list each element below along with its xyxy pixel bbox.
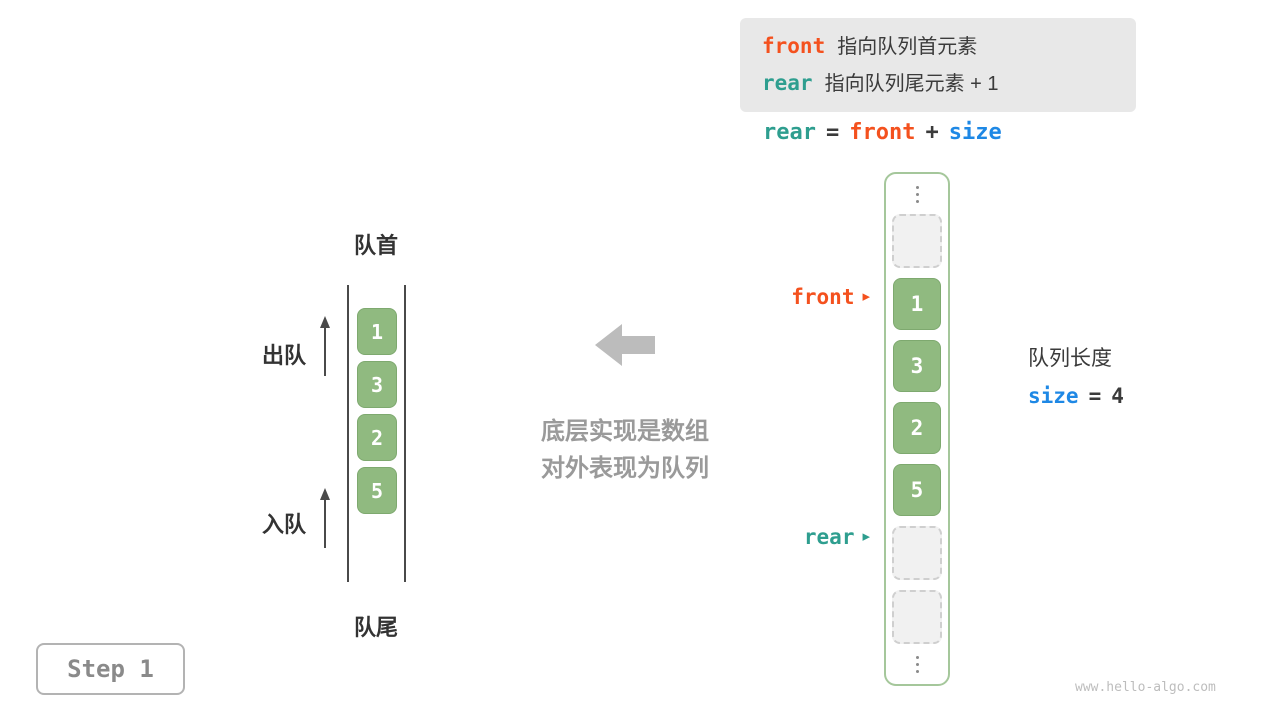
- queue-cell: 1: [357, 308, 397, 355]
- dequeue-up-arrow-icon: [320, 316, 330, 376]
- equation-front: front: [849, 120, 916, 145]
- step-indicator: Step 1: [36, 643, 185, 695]
- array-cell-empty: [892, 526, 942, 580]
- array-cell: 1: [893, 278, 941, 330]
- array-cell: 5: [893, 464, 941, 516]
- queue-cell: 3: [357, 361, 397, 408]
- dequeue-label: 出队: [261, 343, 306, 368]
- pointer-equation: rear = front + size: [763, 120, 1002, 145]
- center-note-line1: 底层实现是数组: [541, 418, 709, 445]
- queue-head-label: 队首: [353, 233, 398, 258]
- center-note-line2: 对外表现为队列: [541, 455, 709, 482]
- legend-line-front: front 指向队列首元素: [762, 28, 1114, 65]
- array-container: 1 3 2 5: [884, 172, 950, 686]
- queue-length-label: 队列长度: [1028, 347, 1112, 370]
- ellipsis-bottom-icon: [915, 654, 919, 674]
- equation-equals: =: [825, 120, 840, 145]
- array-cell: 2: [893, 402, 941, 454]
- left-arrow-icon: [595, 324, 655, 366]
- legend-line-rear: rear 指向队列尾元素 + 1: [762, 65, 1114, 102]
- equation-rear: rear: [763, 120, 816, 145]
- enqueue-up-arrow-icon: [320, 488, 330, 548]
- rear-keyword: rear: [762, 71, 813, 95]
- size-equals: =: [1088, 384, 1102, 408]
- center-note: 底层实现是数组 对外表现为队列: [505, 413, 745, 487]
- pointer-arrow-icon: ▸: [862, 288, 870, 305]
- array-cell: 3: [893, 340, 941, 392]
- step-label: Step 1: [67, 655, 154, 683]
- legend-box: front 指向队列首元素 rear 指向队列尾元素 + 1: [740, 18, 1136, 112]
- enqueue-label: 入队: [261, 512, 306, 537]
- legend-front-text: 指向队列首元素: [837, 36, 978, 58]
- pointer-arrow-icon: ▸: [862, 528, 870, 545]
- queue-cell: 2: [357, 414, 397, 461]
- front-pointer: front ▸: [740, 283, 870, 311]
- rear-pointer-label: rear: [803, 525, 855, 549]
- size-info: 队列长度 size = 4: [1028, 342, 1124, 408]
- array-cell-empty: [892, 214, 942, 268]
- front-pointer-label: front: [791, 285, 855, 309]
- ellipsis-top-icon: [915, 184, 919, 204]
- rear-pointer: rear ▸: [740, 523, 870, 551]
- queue-wall-left: [347, 285, 349, 582]
- equation-size: size: [948, 120, 1002, 145]
- size-keyword: size: [1028, 384, 1079, 408]
- array-cell-empty: [892, 590, 942, 644]
- equation-plus: +: [925, 120, 939, 145]
- queue-cell: 5: [357, 467, 397, 514]
- legend-rear-text: 指向队列尾元素 + 1: [824, 73, 999, 95]
- queue-wall-right: [404, 285, 406, 582]
- size-equation: size = 4: [1028, 384, 1124, 408]
- size-value: 4: [1111, 384, 1124, 408]
- watermark: www.hello-algo.com: [1075, 680, 1216, 695]
- front-keyword: front: [762, 34, 826, 58]
- queue-tail-label: 队尾: [353, 615, 398, 640]
